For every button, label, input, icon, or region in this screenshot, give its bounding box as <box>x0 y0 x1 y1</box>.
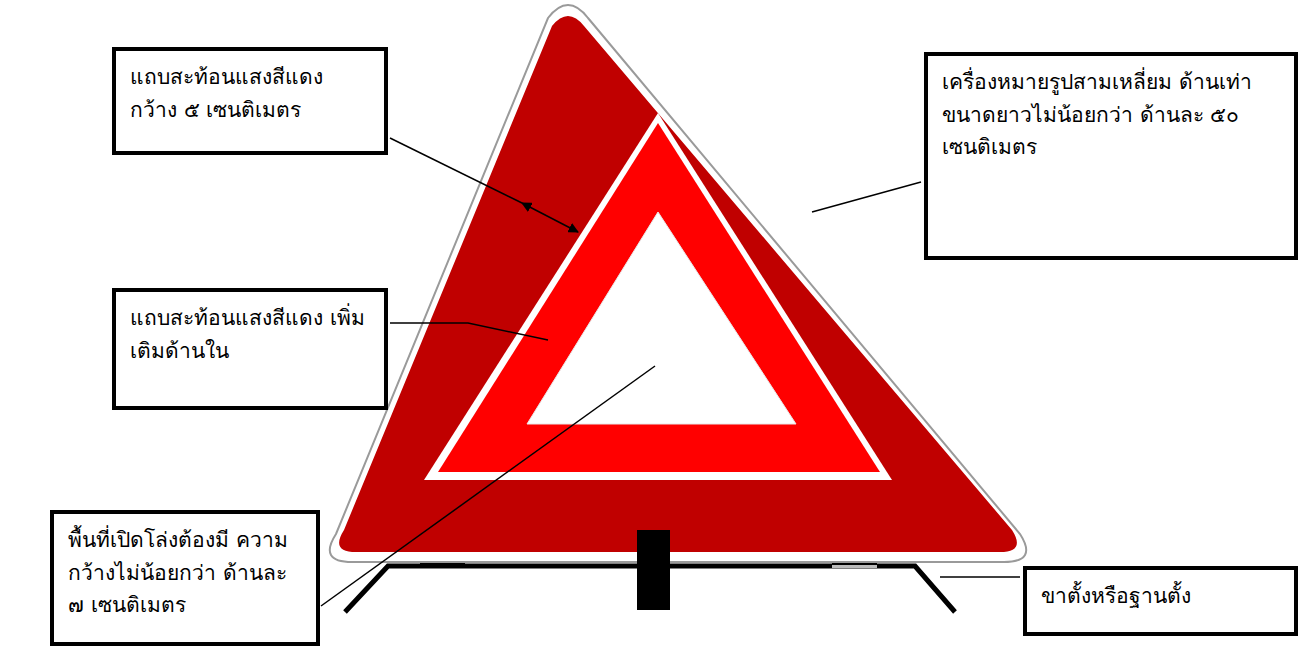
callout-box: แถบสะท้อนแสงสีแดง เพิ่มเติมด้านใน <box>112 288 388 410</box>
callout-text: เครื่องหมายรูปสามเหลี่ยม ด้านเท่า ขนาดยา… <box>942 66 1280 164</box>
band-separator <box>424 113 892 480</box>
triangle-rim <box>330 5 1026 562</box>
inner-reflective-band <box>438 123 880 472</box>
leader-line <box>390 138 522 203</box>
callout-text: แถบสะท้อนแสงสีแดง กว้าง ๕ เซนติเมตร <box>130 61 370 126</box>
callout-text: พื้นที่เปิดโล่งต้องมี ความกว้างไม่น้อยกว… <box>68 524 302 622</box>
width-dimension-arrow <box>522 203 578 232</box>
callout-box: ขาตั้งหรือฐานตั้ง <box>1023 566 1298 636</box>
callout-text: ขาตั้งหรือฐานตั้ง <box>1041 580 1280 613</box>
leader-line <box>812 182 921 212</box>
callout-text: แถบสะท้อนแสงสีแดง เพิ่มเติมด้านใน <box>130 302 370 367</box>
callout-box: เครื่องหมายรูปสามเหลี่ยม ด้านเท่า ขนาดยา… <box>924 52 1298 260</box>
callout-box: พื้นที่เปิดโล่งต้องมี ความกว้างไม่น้อยกว… <box>50 510 320 646</box>
leader-line <box>940 576 1020 578</box>
open-area <box>527 212 796 424</box>
stand-shadow <box>832 565 877 568</box>
outer-reflective-band <box>339 16 1017 552</box>
leader-line <box>390 323 548 340</box>
callout-box: แถบสะท้อนแสงสีแดง กว้าง ๕ เซนติเมตร <box>112 47 388 155</box>
stand-post <box>637 530 670 610</box>
